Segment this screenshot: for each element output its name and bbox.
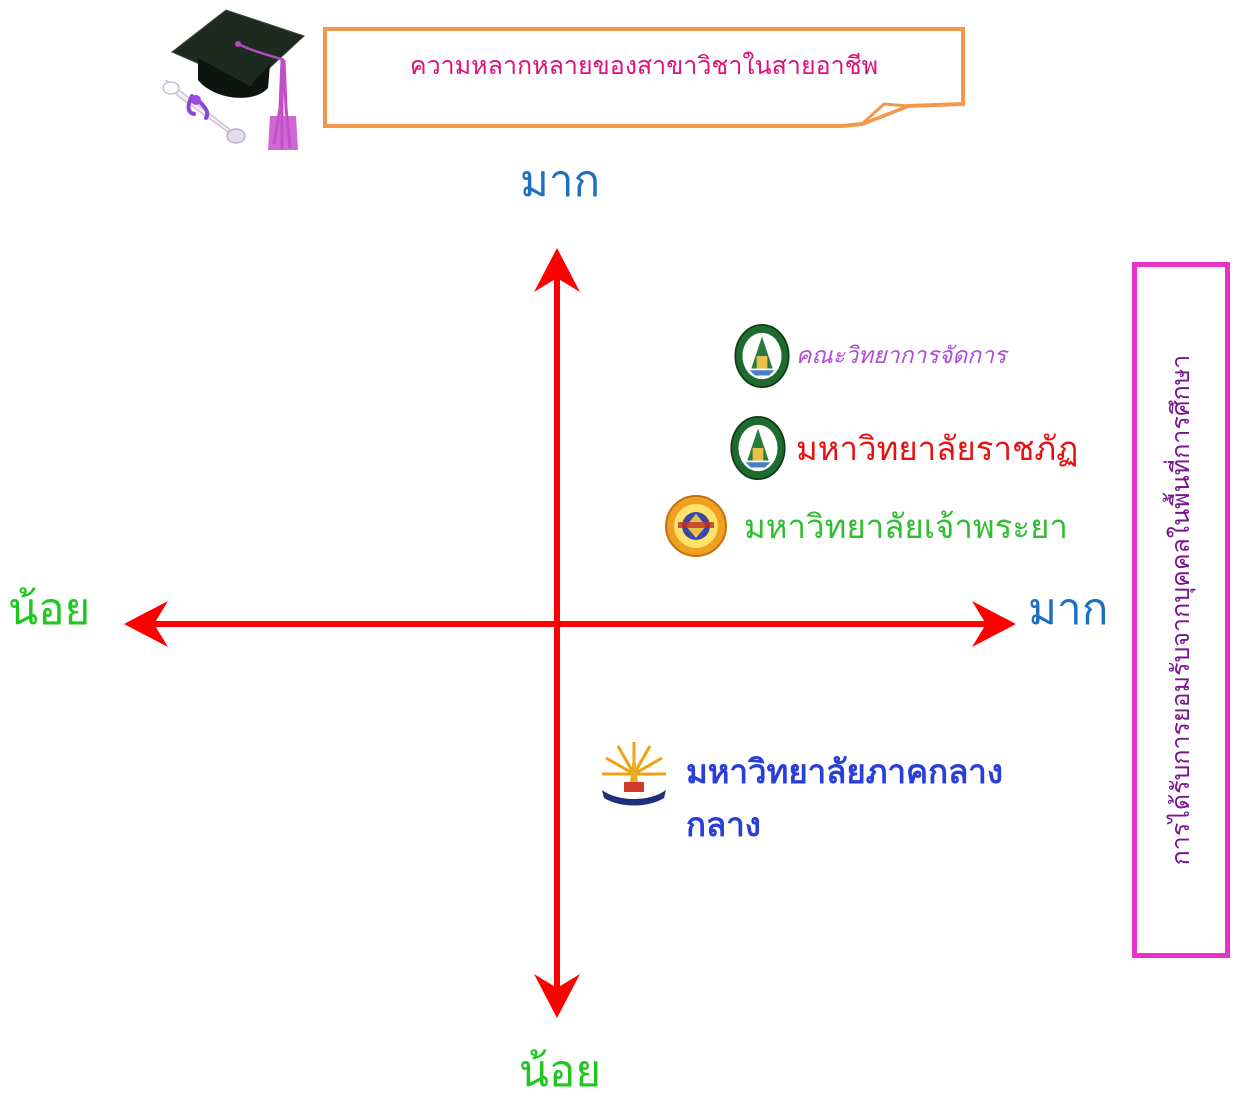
entry-chaopraya-university: มหาวิทยาลัยเจ้าพระยา — [664, 494, 1068, 558]
entry-rajabhat-university: มหาวิทยาลัยราชภัฏ — [726, 416, 1078, 480]
title-callout — [323, 27, 965, 128]
graduation-cap-icon — [162, 9, 305, 150]
vertical-axis-arrowheads — [534, 248, 580, 1018]
entry-label: มหาวิทยาลัยราชภัฏ — [796, 428, 1079, 468]
entry-label-line2: กลาง — [686, 804, 761, 844]
x-axis-high-label: มาก — [1028, 584, 1109, 635]
horizontal-axis-arrowheads — [124, 601, 1016, 647]
title-text: ความหลากหลายของสาขาวิชาในสายอาชีพ — [409, 51, 879, 80]
entry-management-faculty: คณะวิทยาการจัดการ — [730, 324, 1006, 388]
central-university-seal-icon — [602, 742, 666, 806]
x-axis-title-box — [1132, 262, 1230, 958]
entry-label: มหาวิทยาลัยเจ้าพระยา — [744, 506, 1068, 546]
entry-label-line1: มหาวิทยาลัยภาคกลาง — [686, 752, 1003, 791]
rajabhat-seal-icon — [734, 324, 790, 388]
entry-label: คณะวิทยาการจัดการ — [796, 343, 1007, 369]
y-axis-high-label: มาก — [519, 156, 601, 207]
x-axis-low-label: น้อย — [8, 584, 91, 635]
x-axis-title-text: การได้รับการยอมรับจากบุคคลในพื้นที่การศึ… — [1166, 354, 1195, 866]
diploma-scroll-icon — [162, 79, 246, 144]
y-axis-low-label: น้อย — [518, 1046, 602, 1097]
entry-central-university — [598, 738, 670, 810]
chaopraya-seal-icon — [665, 495, 727, 557]
rajabhat-seal-icon — [730, 416, 786, 480]
entry-central-label: มหาวิทยาลัยภาคกลาง กลาง — [686, 746, 1003, 852]
